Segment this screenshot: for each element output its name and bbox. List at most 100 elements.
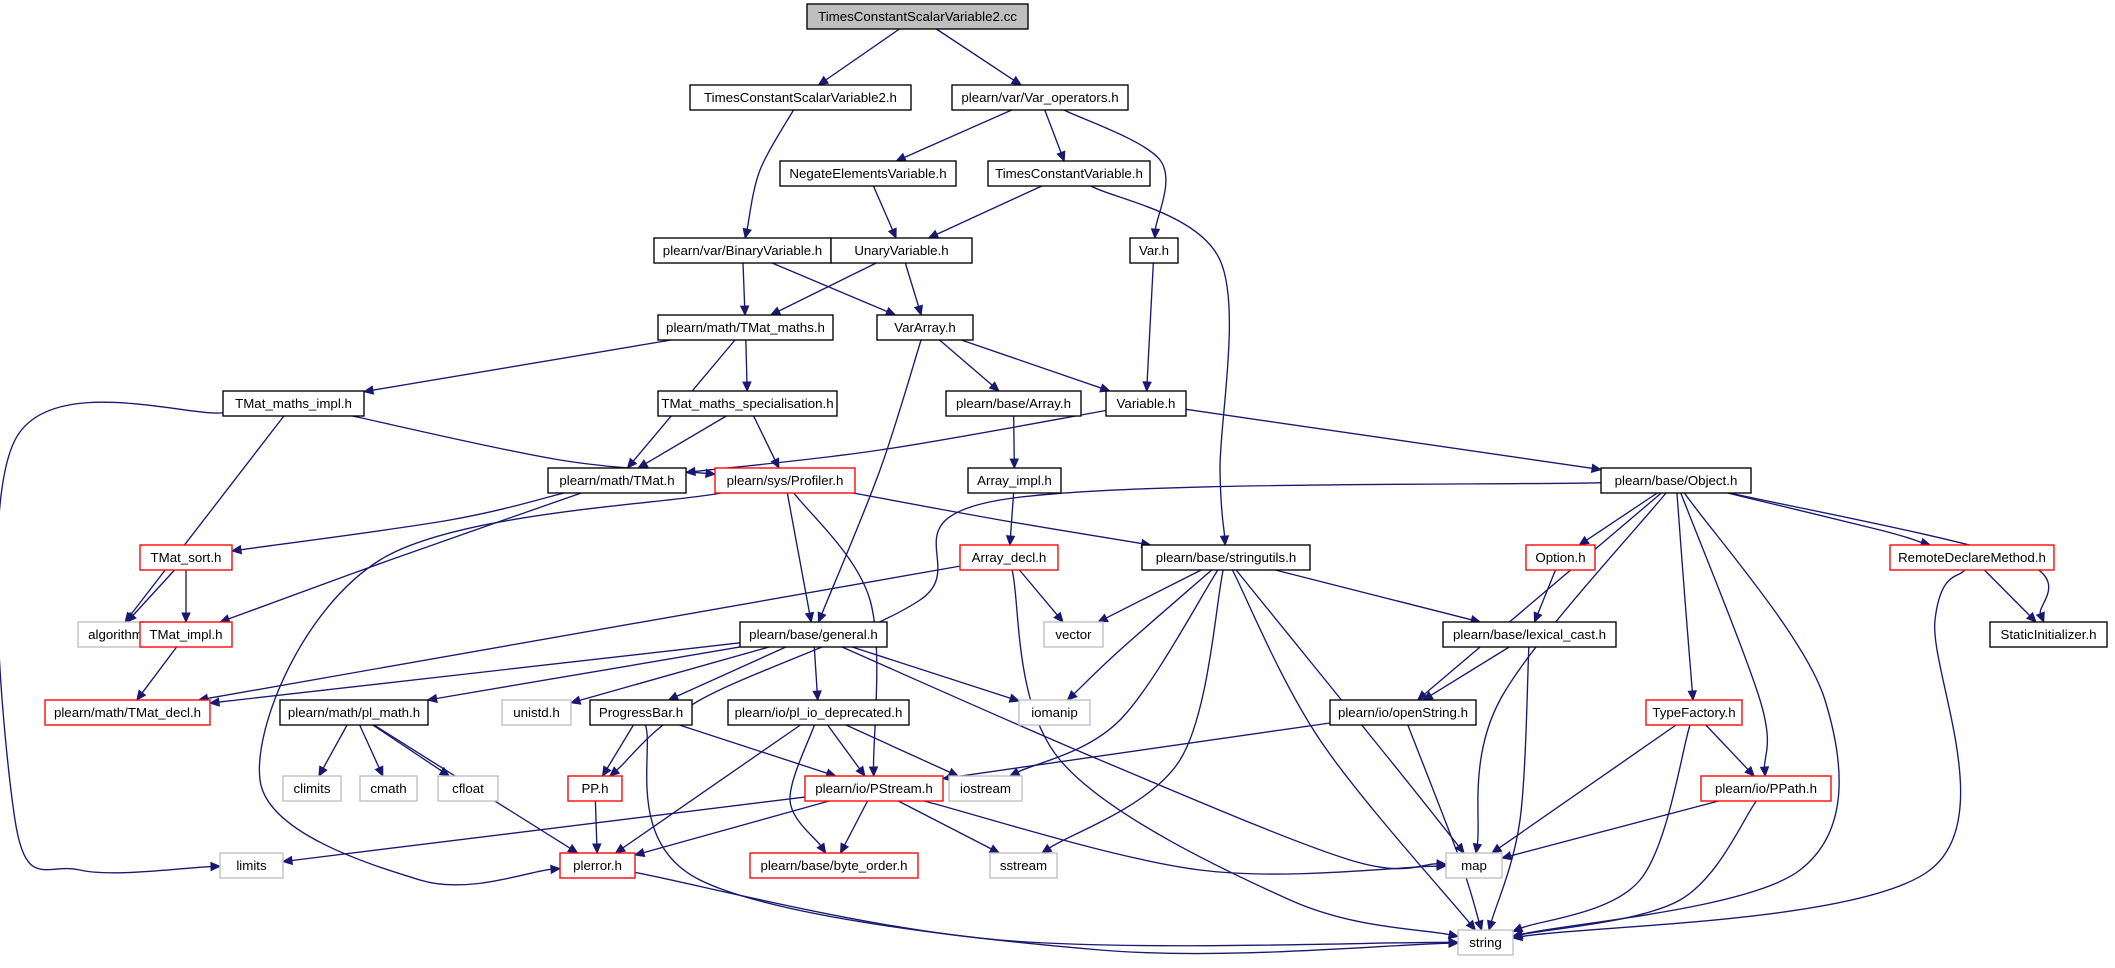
node-box: [219, 852, 284, 879]
arrowhead: [812, 690, 822, 702]
node-string: string: [1457, 929, 1514, 956]
edge-tcsv2h-to-binvar: [742, 109, 795, 240]
node-label: cmath: [370, 781, 406, 796]
edge-line: [240, 492, 565, 551]
node-binvar[interactable]: plearn/var/BinaryVariable.h: [653, 237, 832, 264]
arrowhead: [608, 766, 621, 777]
node-tmatdecl[interactable]: plearn/math/TMat_decl.h: [44, 699, 211, 726]
edge-stringutils-to-iostream: [1008, 569, 1219, 777]
node-box: [1141, 544, 1311, 571]
node-staticinit[interactable]: StaticInitializer.h: [1989, 621, 2108, 648]
edge-line: [872, 185, 894, 231]
node-varh[interactable]: Var.h: [1129, 237, 1179, 264]
edge-line: [841, 646, 1438, 870]
node-unavar[interactable]: UnaryVariable.h: [830, 237, 973, 264]
edge-profiler-to-plerror: [258, 492, 722, 886]
node-lexcast[interactable]: plearn/base/lexical_cast.h: [1442, 621, 1617, 648]
edge-root-to-varops: [936, 28, 1023, 86]
node-label: plearn/var/BinaryVariable.h: [663, 243, 822, 258]
node-limits: limits: [219, 852, 284, 879]
node-box: [282, 775, 342, 802]
arrowhead: [1008, 767, 1021, 777]
node-label: Array_decl.h: [972, 550, 1047, 565]
node-object[interactable]: plearn/base/Object.h: [1600, 467, 1752, 494]
arrowhead: [1533, 611, 1543, 624]
node-varops[interactable]: plearn/var/Var_operators.h: [951, 84, 1129, 111]
node-tmmimpl[interactable]: TMat_maths_impl.h: [222, 390, 365, 417]
node-plerror[interactable]: plerror.h: [559, 852, 636, 879]
node-root[interactable]: TimesConstantScalarVariable2.cc: [806, 3, 1029, 30]
node-progressbar[interactable]: ProgressBar.h: [589, 699, 693, 726]
node-map: map: [1445, 852, 1503, 879]
node-pstream[interactable]: plearn/io/PStream.h: [804, 775, 944, 802]
node-option[interactable]: Option.h: [1525, 544, 1596, 571]
node-box: [749, 852, 919, 879]
node-box: [437, 775, 499, 802]
edge-varops-to-varh: [1063, 109, 1167, 240]
edge-line: [904, 262, 920, 307]
arrowhead: [438, 766, 451, 777]
edge-line: [644, 724, 1450, 955]
edge-stringutils-to-map: [1235, 569, 1465, 854]
edge-object-to-pph: [608, 481, 1602, 777]
edge-line: [1680, 492, 1769, 768]
node-tcsv2h[interactable]: TimesConstantScalarVariable2.h: [689, 84, 912, 111]
node-label: UnaryVariable.h: [854, 243, 948, 258]
arrowhead: [927, 229, 940, 239]
node-box: [567, 775, 623, 802]
node-plmath[interactable]: plearn/math/pl_math.h: [279, 699, 429, 726]
node-arrayimpl[interactable]: Array_impl.h: [967, 467, 1062, 494]
edge-line: [851, 646, 1011, 699]
edge-line: [1727, 492, 1922, 544]
arrowhead: [988, 844, 1001, 854]
node-remotedecl[interactable]: RemoteDeclareMethod.h: [1889, 544, 2055, 571]
arrowhead: [1511, 929, 1524, 940]
node-negel[interactable]: NegateElementsVariable.h: [779, 160, 957, 187]
edge-line: [1009, 492, 1015, 537]
node-tmatimpl[interactable]: TMat_impl.h: [139, 621, 233, 648]
edge-object-to-ppath: [1680, 492, 1770, 778]
arrowhead: [1142, 381, 1152, 393]
node-stringutils[interactable]: plearn/base/stringutils.h: [1141, 544, 1311, 571]
node-basearray[interactable]: plearn/base/Array.h: [945, 390, 1082, 417]
edge-pstream-to-plerror: [633, 800, 830, 858]
node-tmatsort[interactable]: TMat_sort.h: [139, 544, 233, 571]
node-pliodep[interactable]: plearn/io/pl_io_deprecated.h: [727, 699, 910, 726]
edge-tmatsort-to-algorithm: [126, 569, 176, 623]
node-box: [1129, 237, 1179, 264]
node-typefactory[interactable]: TypeFactory.h: [1645, 699, 1743, 726]
node-box: [653, 237, 832, 264]
node-tmatmaths[interactable]: plearn/math/TMat_maths.h: [657, 314, 834, 341]
edge-plerror-to-string: [634, 871, 1460, 948]
node-tcv[interactable]: TimesConstantVariable.h: [987, 160, 1151, 187]
arrowhead: [988, 381, 1000, 392]
edge-line: [778, 262, 877, 312]
node-byteorder[interactable]: plearn/base/byte_order.h: [749, 852, 919, 879]
node-openstring[interactable]: plearn/io/openString.h: [1329, 699, 1477, 726]
node-pph[interactable]: PP.h: [567, 775, 623, 802]
node-tmmspec[interactable]: TMat_maths_specialisation.h: [657, 390, 838, 417]
edge-plmath-to-cmath: [359, 724, 384, 778]
node-arraydecl[interactable]: Array_decl.h: [959, 544, 1059, 571]
node-box: [1329, 699, 1477, 726]
node-box: [989, 852, 1058, 879]
edge-line: [352, 415, 707, 474]
arrowhead: [739, 305, 750, 317]
edge-option-to-lexcast: [1533, 569, 1557, 624]
node-label: ProgressBar.h: [599, 705, 683, 720]
node-ppath[interactable]: plearn/io/PPath.h: [1700, 775, 1832, 802]
node-label: Var.h: [1139, 243, 1169, 258]
arrowhead: [1474, 919, 1484, 932]
node-general[interactable]: plearn/base/general.h: [739, 621, 888, 648]
edge-pliodep-to-plerror: [614, 724, 801, 854]
nodes-layer: TimesConstantScalarVariable2.ccTimesCons…: [44, 3, 2108, 956]
node-variable[interactable]: Variable.h: [1105, 390, 1187, 417]
node-profiler[interactable]: plearn/sys/Profiler.h: [714, 467, 856, 494]
edge-line: [207, 565, 961, 700]
node-box: [1645, 699, 1743, 726]
node-vararray[interactable]: VarArray.h: [876, 314, 974, 341]
node-tmat[interactable]: plearn/math/TMat.h: [547, 467, 687, 494]
edge-object-to-map: [1472, 492, 1667, 855]
node-label: TMat_sort.h: [151, 550, 222, 565]
edge-arraydecl-to-string: [1011, 569, 1460, 940]
